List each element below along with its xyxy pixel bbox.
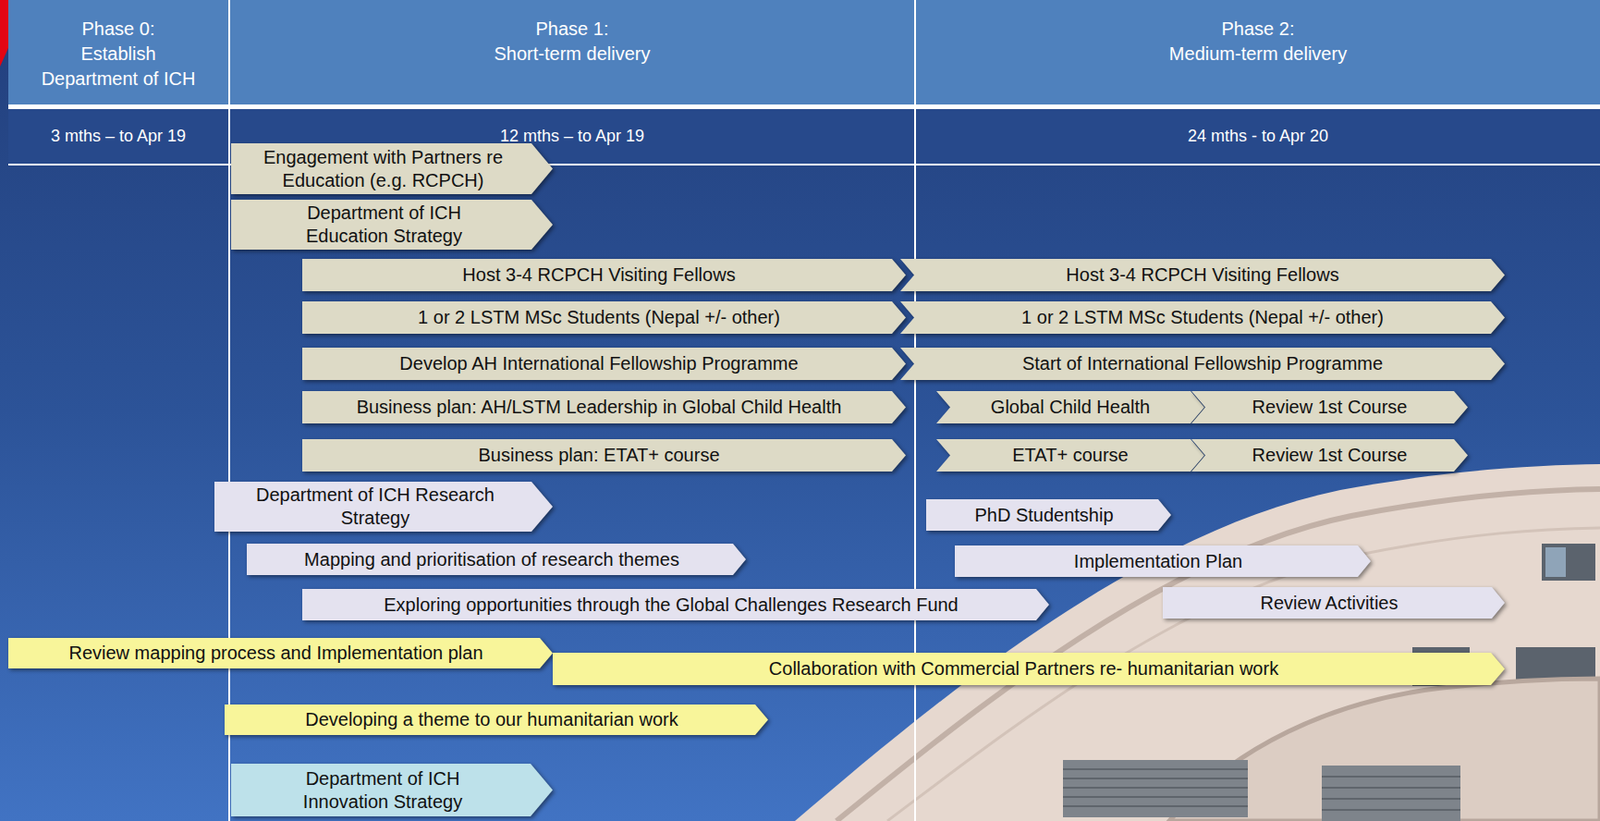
chevron-bar: PhD Studentship: [926, 499, 1172, 531]
chevron-fill: [302, 301, 906, 334]
chevron-bar: Business plan: ETAT+ course: [302, 439, 906, 472]
bar-label: Department of ICH Innovation Strategy: [290, 767, 476, 814]
bar-label: Department of ICH Education Strategy: [292, 201, 477, 248]
chevron-bar: Global Child Health: [936, 390, 1205, 424]
bar-label: Mapping and prioritisation of research t…: [304, 548, 680, 572]
chevron-fill: [302, 439, 906, 472]
chevron-bar: Review 1st Course: [1191, 439, 1468, 472]
phase-header: Phase 1:Short-term delivery: [230, 0, 915, 105]
chevron-fill: [246, 543, 746, 575]
chevron-fill: [302, 390, 906, 424]
chevron-bar: Collaboration with Commercial Partners r…: [552, 652, 1505, 685]
duration-text: 24 mths - to Apr 20: [1187, 126, 1329, 147]
chevron-bar: Developing a theme to our humanitarian w…: [224, 704, 769, 735]
phase-title: Phase 1:: [536, 16, 610, 42]
chevron-fill: [900, 258, 1505, 292]
chevron-fill: [231, 199, 553, 250]
phase-header: Phase 0:Establish Department of ICH: [8, 0, 229, 105]
chevron-fill: [224, 704, 769, 735]
chevron-fill: [954, 545, 1371, 577]
duration-cell: 24 mths - to Apr 20: [916, 109, 1600, 164]
chevron-fill: [936, 390, 1205, 424]
chevron-bar: Business plan: AH/LSTM Leadership in Glo…: [302, 390, 906, 424]
chevron-bar: Start of International Fellowship Progra…: [900, 347, 1505, 380]
chevron-fill: [302, 258, 906, 292]
bar-label: Review 1st Course: [1252, 395, 1408, 419]
chevron-bar: Department of ICH Education Strategy: [231, 199, 553, 250]
phase-title: Phase 0:: [82, 16, 156, 42]
bar-label: Review Activities: [1260, 591, 1399, 615]
chevron-bar: Implementation Plan: [954, 545, 1371, 577]
chevron-bar: 1 or 2 LSTM MSc Students (Nepal +/- othe…: [302, 301, 906, 334]
chevron-fill: [1191, 390, 1468, 424]
chevron-fill: [936, 439, 1205, 472]
bar-label: Review 1st Course: [1252, 443, 1408, 467]
chevron-bar: Review Activities: [1162, 586, 1505, 619]
chevron-fill: [552, 652, 1505, 685]
chevron-fill: [302, 347, 906, 380]
chevron-bar: Develop AH International Fellowship Prog…: [302, 347, 906, 380]
chevron-bar: Mapping and prioritisation of research t…: [246, 543, 746, 575]
bar-label: Implementation Plan: [1074, 549, 1243, 574]
bar-label: Develop AH International Fellowship Prog…: [399, 352, 798, 376]
bar-label: 1 or 2 LSTM MSc Students (Nepal +/- othe…: [417, 305, 781, 330]
duration-cell: 12 mths – to Apr 19: [230, 109, 915, 164]
header-band: [8, 0, 1600, 105]
chevron-bar: 1 or 2 LSTM MSc Students (Nepal +/- othe…: [900, 301, 1505, 334]
chevron-bar: Review mapping process and Implementatio…: [8, 637, 553, 669]
bar-label: ETAT+ course: [1012, 443, 1128, 467]
chevron-fill: [900, 301, 1505, 334]
phase-subtitle: Establish Department of ICH: [33, 41, 205, 92]
bar-label: Host 3-4 RCPCH Visiting Fellows: [462, 263, 735, 287]
bar-label: Start of International Fellowship Progra…: [1022, 352, 1383, 376]
phase-subtitle: Medium-term delivery: [1169, 41, 1347, 67]
bar-label: Review mapping process and Implementatio…: [68, 641, 483, 665]
chevron-bar: ETAT+ course: [936, 439, 1205, 472]
bar-label: Global Child Health: [990, 395, 1150, 419]
phase-divider: [914, 0, 917, 821]
chevron-fill: [926, 499, 1172, 531]
bar-label: Business plan: ETAT+ course: [477, 443, 720, 467]
bar-label: 1 or 2 LSTM MSc Students (Nepal +/- othe…: [1021, 305, 1384, 330]
duration-text: 12 mths – to Apr 19: [500, 126, 645, 147]
chevron-fill: [900, 347, 1505, 380]
bar-label: Exploring opportunities through the Glob…: [383, 593, 959, 617]
chevron-fill: [231, 763, 553, 817]
chevron-fill: [231, 143, 553, 195]
chevron-fill: [302, 588, 1050, 621]
chevron-fill: [1191, 439, 1468, 472]
chevron-fill: [214, 481, 553, 532]
chevron-bar: Engagement with Partners re Education (e…: [231, 143, 553, 195]
duration-cell: 3 mths – to Apr 19: [8, 109, 229, 164]
phase-divider: [228, 0, 231, 821]
chevron-bar: Review 1st Course: [1191, 390, 1468, 424]
bar-label: Collaboration with Commercial Partners r…: [769, 657, 1279, 681]
chevron-bar: Department of ICH Innovation Strategy: [231, 763, 553, 817]
phase-title: Phase 2:: [1221, 16, 1295, 42]
phase-subtitle: Short-term delivery: [494, 41, 651, 67]
chevron-bar: Host 3-4 RCPCH Visiting Fellows: [900, 258, 1505, 292]
corner-accent: [0, 0, 9, 67]
bar-label: Developing a theme to our humanitarian w…: [305, 708, 679, 732]
bar-label: Engagement with Partners re Education (e…: [262, 146, 505, 193]
chevron-fill: [8, 637, 553, 669]
chevron-bar: Exploring opportunities through the Glob…: [302, 588, 1050, 621]
bar-label: Host 3-4 RCPCH Visiting Fellows: [1065, 263, 1339, 287]
chevron-bar: Department of ICH Research Strategy: [214, 481, 553, 532]
header-rule: [8, 104, 1600, 110]
duration-text: 3 mths – to Apr 19: [50, 126, 186, 147]
bar-label: PhD Studentship: [974, 503, 1113, 527]
chevron-bar: Host 3-4 RCPCH Visiting Fellows: [302, 258, 906, 292]
phase-header: Phase 2:Medium-term delivery: [916, 0, 1600, 105]
chevron-fill: [1162, 586, 1505, 619]
bar-label: Department of ICH Research Strategy: [248, 483, 503, 530]
bar-label: Business plan: AH/LSTM Leadership in Glo…: [356, 395, 843, 419]
